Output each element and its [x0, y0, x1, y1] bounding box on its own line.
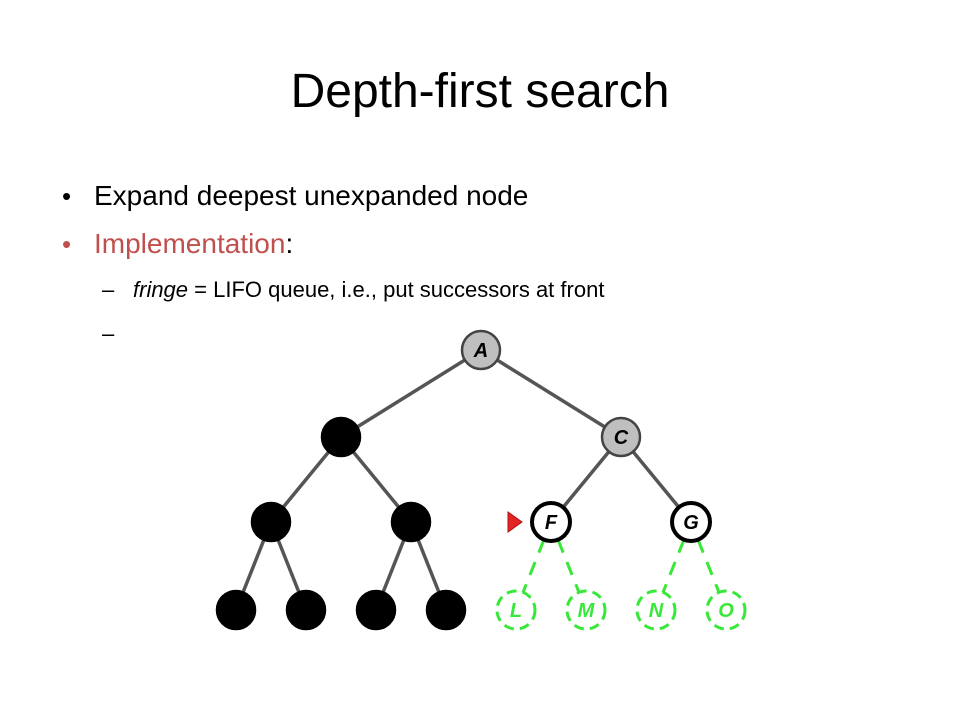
tree-node-label: L — [510, 600, 522, 622]
tree-node-label: F — [545, 512, 558, 534]
tree-edge-c-g — [631, 450, 681, 509]
sub-bullet-dash: – — [102, 321, 115, 346]
tree-node-j — [355, 589, 397, 631]
sub-bullet-item: – fringe = LIFO queue, i.e., put success… — [60, 268, 920, 312]
tree-node-label: M — [578, 600, 596, 622]
tree-node-label: G — [683, 512, 699, 534]
tree-node-m: M — [565, 589, 607, 631]
tree-edge-e-j — [381, 539, 406, 593]
tree-node-a: A — [460, 329, 502, 371]
sub-bullet-dash: – — [102, 277, 115, 302]
tree-node-label: C — [614, 427, 629, 449]
tree-node-b — [320, 416, 362, 458]
tree-node-label: A — [473, 340, 488, 362]
tree-edge-b-d — [281, 450, 331, 509]
sub-bullet-text: = LIFO queue, i.e., put successors at fr… — [188, 277, 605, 302]
tree-node-l: L — [495, 589, 537, 631]
slide-title: Depth-first search — [290, 65, 670, 118]
tree-node-e — [390, 501, 432, 543]
bullet-text: Expand deepest unexpanded node — [94, 180, 529, 211]
bullet-list: • Expand deepest unexpanded node • Imple… — [60, 172, 920, 346]
tree-edge-g-o — [696, 539, 721, 593]
tree-node-f: F — [530, 501, 572, 543]
bullet-item: • Implementation: — [60, 220, 920, 268]
bullet-label-implementation: Implementation — [94, 228, 286, 259]
bullet-suffix: : — [285, 228, 294, 259]
bullet-dot: • — [62, 229, 72, 259]
tree-edge-d-h — [241, 539, 266, 593]
tree-node-o: O — [705, 589, 747, 631]
tree-edge-f-m — [556, 539, 581, 593]
tree-edge-b-e — [351, 450, 401, 509]
tree-node-label: O — [718, 600, 734, 622]
tree-node-g: G — [670, 501, 712, 543]
tree-edge-e-k — [416, 539, 441, 593]
tree-node-h — [215, 589, 257, 631]
bullet-dot: • — [62, 181, 72, 211]
tree-edge-a-b — [356, 358, 466, 429]
tree-node-i — [285, 589, 327, 631]
tree-node-k — [425, 589, 467, 631]
tree-edge-c-f — [561, 450, 611, 509]
bullet-item: • Expand deepest unexpanded node — [60, 172, 920, 220]
tree-node-n: N — [635, 589, 677, 631]
sub-bullet-italic: fringe — [133, 277, 189, 302]
tree-node-label: N — [649, 600, 664, 622]
tree-edge-f-l — [521, 539, 546, 593]
tree-edge-g-n — [661, 539, 686, 593]
tree-edge-d-i — [276, 539, 301, 593]
tree-edge-a-c — [496, 358, 606, 429]
tree-node-c: C — [600, 416, 642, 458]
tree-node-d — [250, 501, 292, 543]
current-node-marker-icon — [507, 511, 523, 533]
